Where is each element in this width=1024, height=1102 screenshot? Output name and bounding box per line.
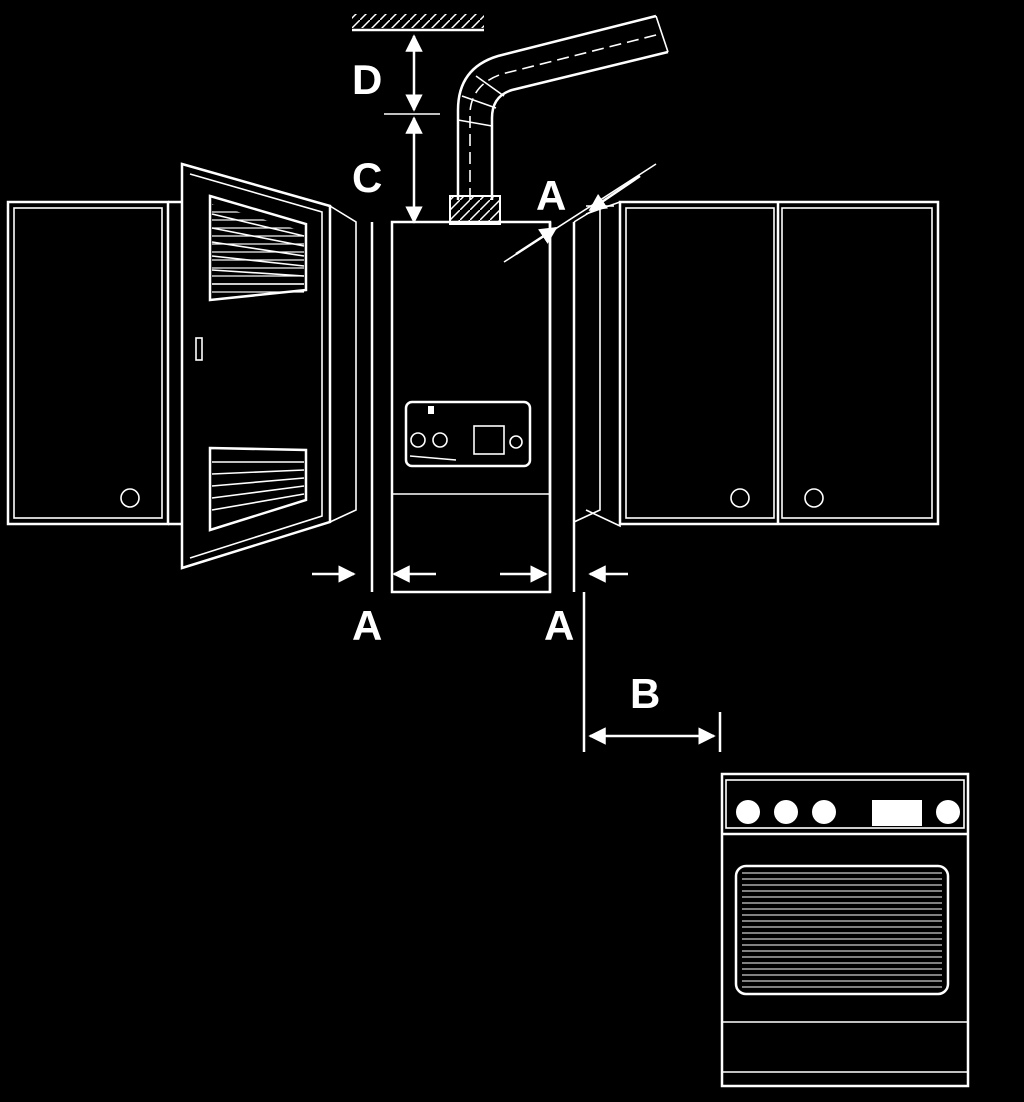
dimension-a-bottom: A A <box>312 565 628 649</box>
dimension-b: B <box>582 592 722 752</box>
label-a-left: A <box>352 602 382 649</box>
label-c: C <box>352 154 382 201</box>
label-b: B <box>630 670 660 717</box>
ceiling <box>352 14 484 32</box>
right-wall-cabinet-icon <box>573 200 940 528</box>
dimension-d-c: D C <box>352 34 440 224</box>
cooker-icon <box>720 772 970 1088</box>
label-a-right: A <box>544 602 574 649</box>
label-d: D <box>352 56 382 103</box>
flue-pipe-icon <box>449 14 669 225</box>
boiler-icon <box>390 220 552 594</box>
dimension-a-top: A <box>503 163 657 263</box>
left-wall-cabinet-icon <box>6 162 357 570</box>
label-a-top: A <box>536 172 566 219</box>
